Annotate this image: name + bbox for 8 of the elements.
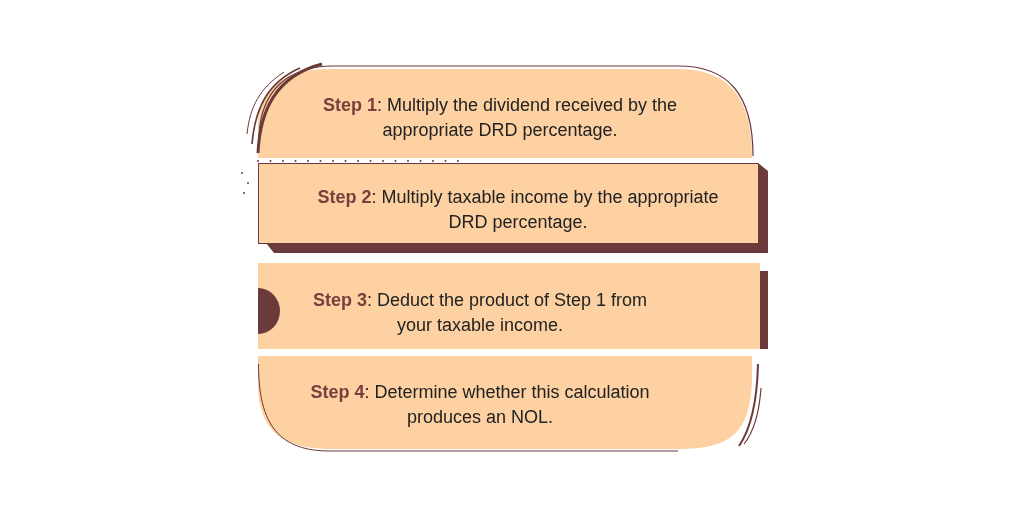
step-panel	[258, 263, 768, 351]
step-panel	[258, 163, 768, 253]
step-panel	[258, 356, 754, 452]
step-text: Step 1: Multiply the dividend received by the appropriate DRD percentage.	[321, 94, 679, 142]
step-text: Step 4: Determine whether this calculation produces an NOL.	[309, 381, 651, 429]
step-text: Step 3: Deduct the product of Step 1 from your taxable income.	[311, 289, 649, 337]
step-text: Step 2: Multiply taxable income by the appropriate DRD percentage.	[316, 186, 720, 234]
step-panel	[258, 64, 754, 158]
